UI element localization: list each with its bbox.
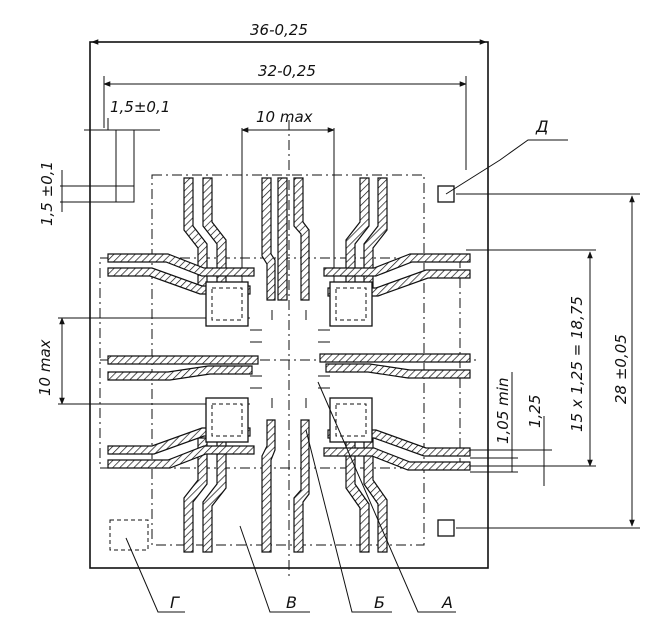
- dim-lead-pitch-text: 1,25: [526, 395, 544, 428]
- dim-inner-width-text: 32-0,25: [258, 62, 316, 80]
- marker-g: [109, 519, 149, 551]
- window-outline: [151, 174, 425, 546]
- dim-pitch-total: 15 x 1,25 = 18,75: [466, 249, 596, 467]
- dim-inner-width: 32-0,25: [103, 62, 467, 170]
- dim-marker-spacing: 28 ±0,05: [456, 193, 640, 529]
- dim-outer-width-text: 36-0,25: [250, 21, 308, 39]
- dim-marker-spacing-text: 28 ±0,05: [612, 334, 630, 404]
- label-a: А: [441, 593, 453, 612]
- dim-slot-height-text: 1,5 ±0,1: [38, 161, 56, 226]
- top-leads: [183, 177, 388, 301]
- dim-chip-width-text: 10 max: [256, 108, 313, 126]
- label-g: Г: [170, 593, 180, 612]
- label-b: Б: [374, 593, 385, 612]
- dim-lead-gap: 1,05 min: [470, 372, 518, 473]
- dim-chip-height-text: 10 max: [36, 339, 54, 396]
- bonding-pads: [205, 281, 373, 443]
- dim-outer-width: 36-0,25: [91, 21, 487, 45]
- dim-lead-pitch: 1,25: [470, 395, 552, 486]
- chip-inner-leads: [250, 310, 330, 408]
- left-leads: [107, 253, 259, 469]
- dim-chip-width: 10 max: [241, 108, 335, 300]
- bottom-leads: [183, 419, 388, 553]
- dim-chip-height: 10 max: [36, 317, 250, 405]
- marker-bottom-right: [437, 519, 455, 537]
- dim-pitch-total-text: 15 x 1,25 = 18,75: [568, 296, 586, 432]
- leader-lines: [125, 139, 568, 613]
- label-d: Д: [535, 117, 549, 136]
- dim-slot-height: 1,5 ±0,1: [38, 161, 134, 226]
- label-v: В: [286, 593, 297, 612]
- dim-slot-width-text: 1,5±0,1: [110, 98, 170, 116]
- dim-lead-gap-text: 1,05 min: [494, 378, 512, 444]
